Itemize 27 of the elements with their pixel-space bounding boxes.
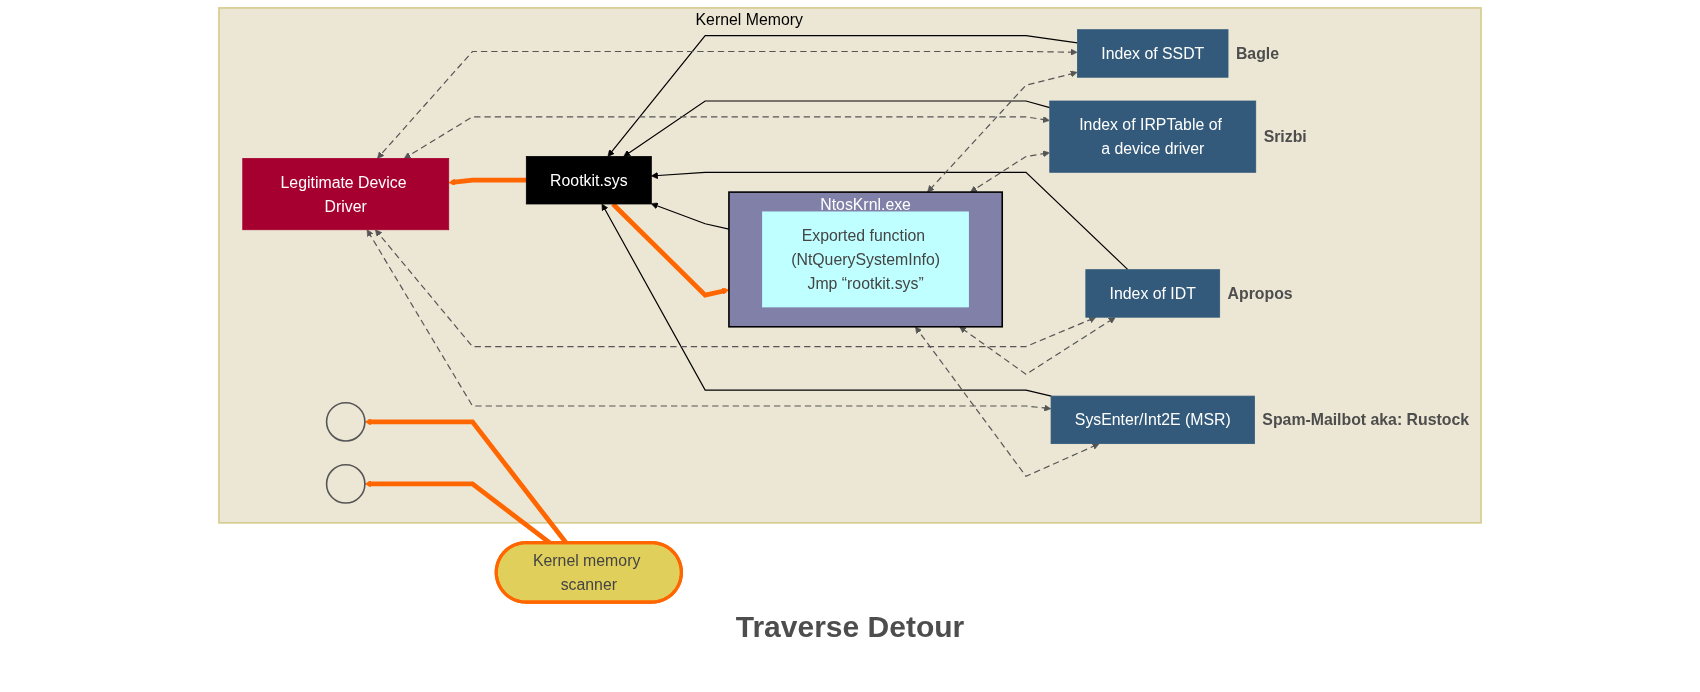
malware-name: Apropos: [1227, 285, 1293, 302]
arrow: [927, 70, 1078, 193]
node-box: Index of IDT: [1085, 269, 1221, 318]
arrow: [366, 229, 1052, 412]
arrow: [403, 116, 1050, 159]
node-circle: [325, 401, 366, 442]
arrow: [970, 150, 1050, 193]
arrow: [959, 317, 1116, 376]
malware-name: Srizbi: [1263, 128, 1307, 146]
node-box: SysEnter/Int2E (MSR): [1050, 395, 1255, 445]
node-box: Rootkit.sys: [525, 156, 652, 205]
arrow: [601, 203, 1052, 397]
node-box: Legitimate Device Driver: [242, 158, 450, 231]
node-box: Index of IRPTable of a device driver: [1049, 100, 1257, 173]
diagram-label: Traverse Detour: [735, 610, 965, 644]
arrow: [448, 177, 527, 186]
node-box: Index of SSDT: [1077, 29, 1229, 78]
arrow: [651, 171, 1129, 271]
arrow: [607, 35, 1079, 157]
arrow: [375, 229, 1097, 348]
malware-name: Spam-Mailbot aka: Rustock: [1262, 411, 1470, 429]
malware-name: Bagle: [1235, 45, 1280, 62]
arrow: [623, 100, 1051, 157]
arrow: [377, 48, 1078, 159]
node-box: Exported function (NtQuerySystemInfo) Jmp “rootkit.sys”: [762, 211, 969, 308]
arrow: [915, 326, 1100, 478]
node-circle: [325, 463, 366, 504]
